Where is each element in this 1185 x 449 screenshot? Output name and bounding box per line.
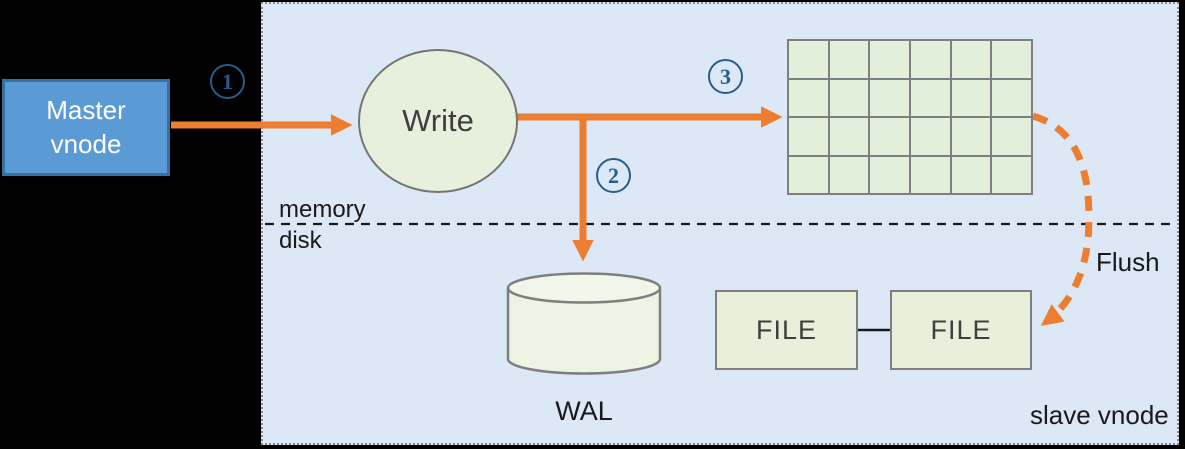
memtable-cell <box>870 156 909 193</box>
memtable-cell <box>911 156 950 193</box>
memory-label: memory <box>279 196 366 223</box>
memtable-cell <box>829 79 869 116</box>
write-node: Write <box>358 49 518 193</box>
memtable-cell <box>911 41 950 78</box>
memtable-cell <box>911 79 950 116</box>
memtable-cell <box>992 118 1031 155</box>
memtable-cell <box>789 79 828 116</box>
step-1-badge: 1 <box>210 64 245 99</box>
memtable-cell <box>911 118 950 155</box>
memtable-cell <box>951 41 991 78</box>
memtable-cell <box>829 41 869 78</box>
memtable-cell <box>951 156 991 193</box>
memtable-grid <box>787 39 1033 195</box>
memtable-cell <box>789 156 828 193</box>
memtable-cell <box>829 118 869 155</box>
write-node-label: Write <box>402 103 474 138</box>
memtable-cell <box>870 79 909 116</box>
memtable-cell <box>951 118 991 155</box>
master-vnode-label: Master vnode <box>46 94 126 159</box>
flush-label: Flush <box>1096 247 1160 277</box>
memtable-cell <box>870 118 909 155</box>
file-node-right: FILE <box>890 290 1032 370</box>
step-2-badge: 2 <box>596 158 631 193</box>
memtable-cell <box>992 156 1031 193</box>
memtable-cell <box>829 156 869 193</box>
file-left-label: FILE <box>755 314 818 345</box>
memtable-cell <box>870 41 909 78</box>
step-3-badge: 3 <box>708 59 743 94</box>
memtable-cell <box>992 79 1031 116</box>
wal-label: WAL <box>555 396 613 426</box>
memtable-cell <box>789 41 828 78</box>
memtable-cell <box>789 118 828 155</box>
disk-label: disk <box>279 227 322 254</box>
file-node-left: FILE <box>715 290 858 370</box>
slave-vnode-label: slave vnode <box>1030 400 1169 430</box>
memtable-cell <box>992 41 1031 78</box>
file-right-label: FILE <box>930 314 992 345</box>
master-vnode-node: Master vnode <box>2 79 170 176</box>
memtable-cell <box>951 79 991 116</box>
